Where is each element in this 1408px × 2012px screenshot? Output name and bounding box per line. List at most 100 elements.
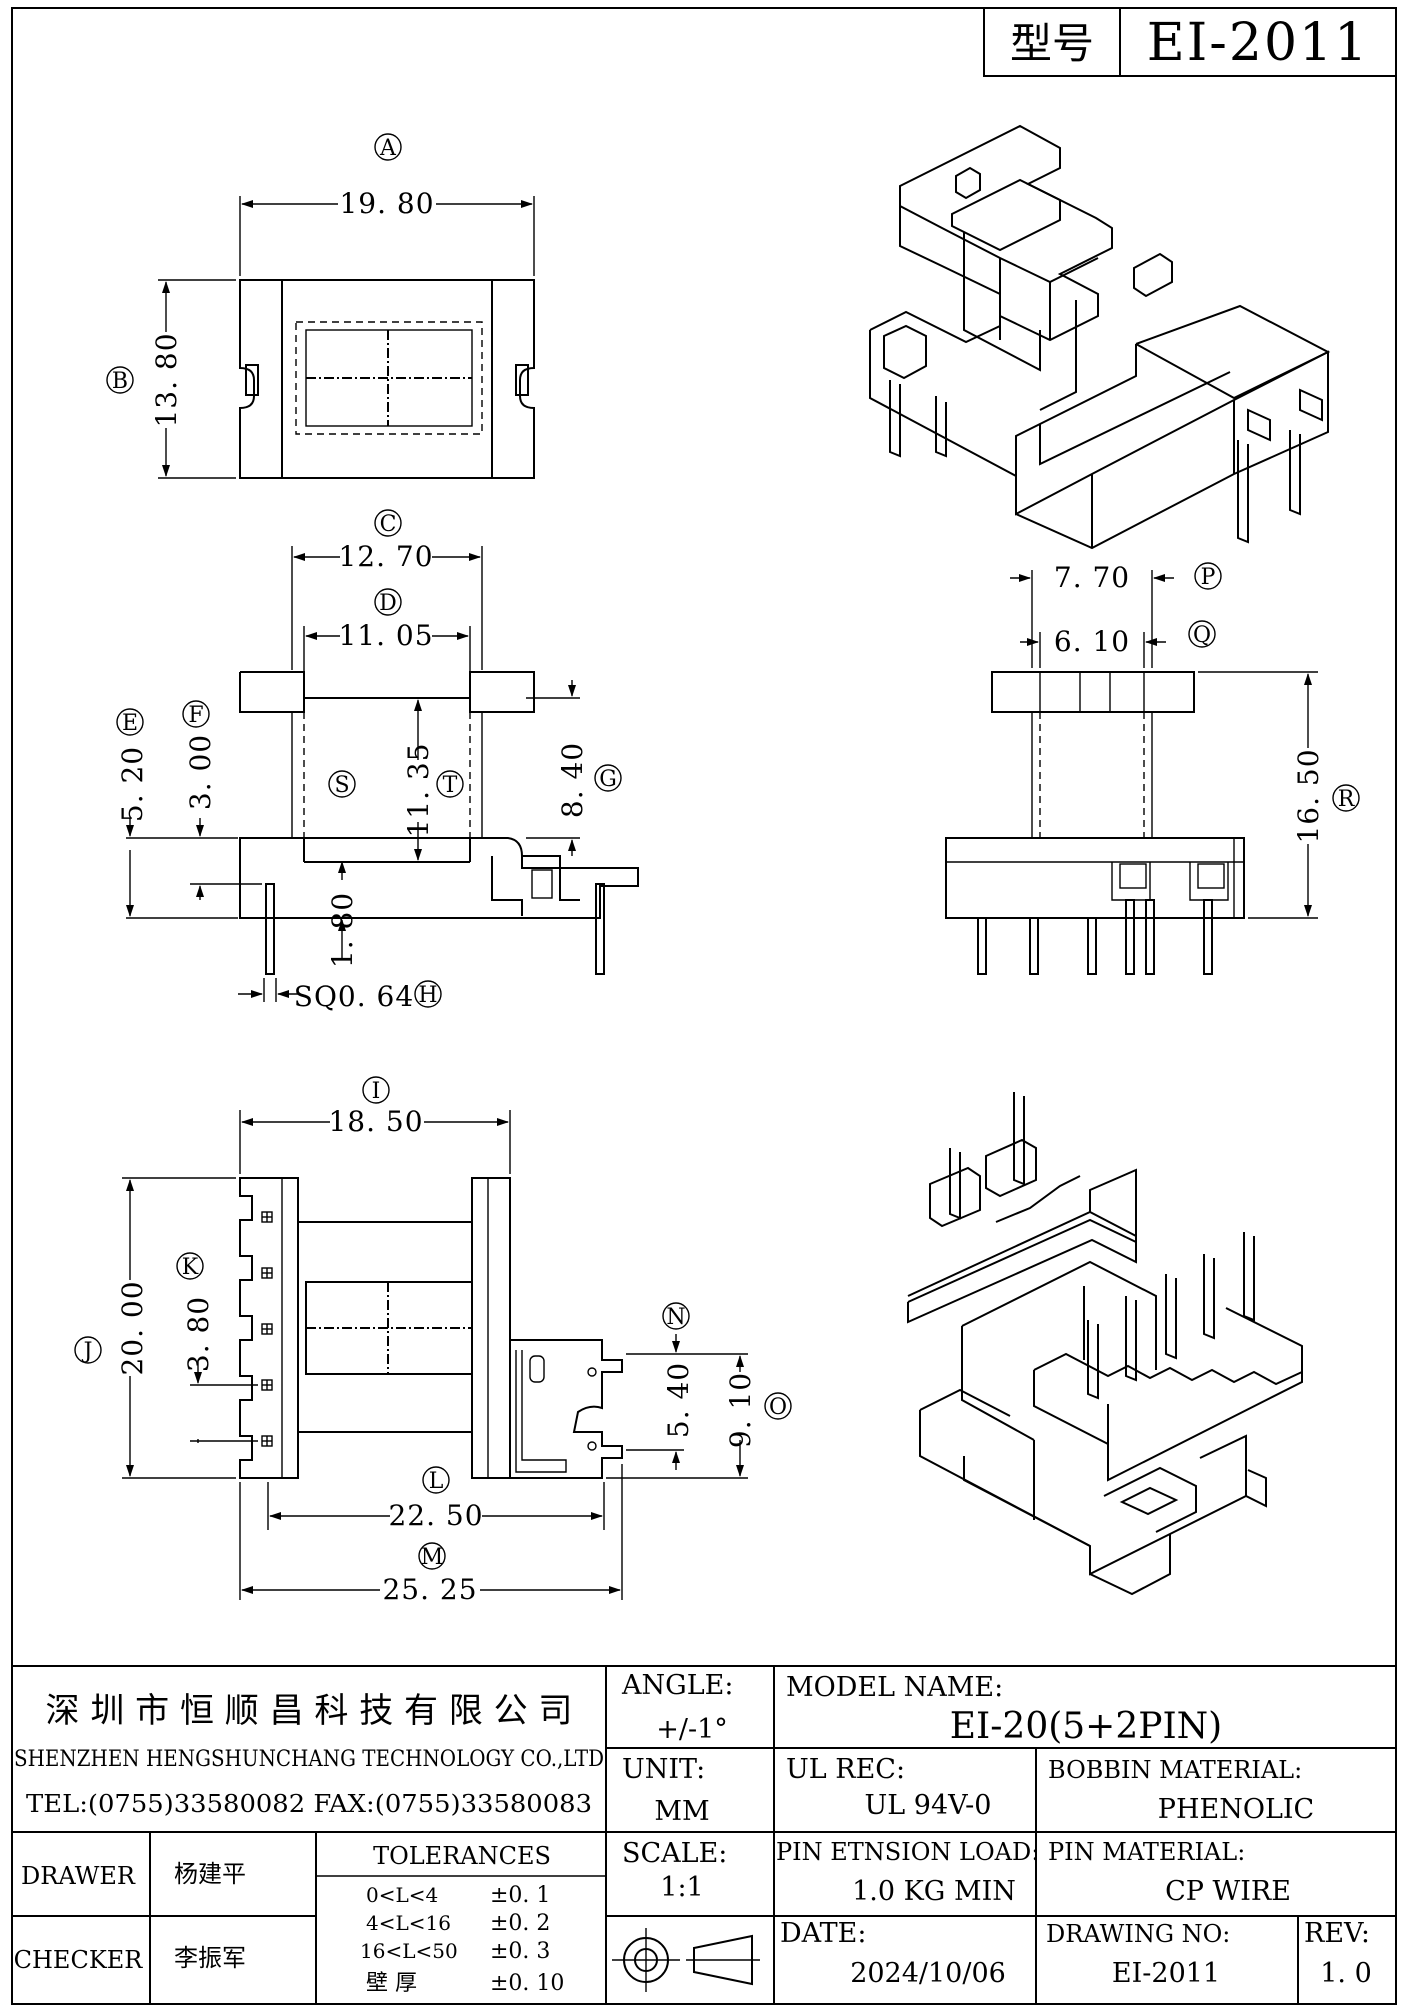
callout-h-label: H — [418, 983, 437, 1008]
callout-n-circle — [662, 1302, 690, 1330]
callout-o-circle — [764, 1392, 792, 1420]
tolerance-value: ±0. 2 — [490, 1911, 550, 1936]
model-name-value: EI-20(5+2PIN) — [950, 1706, 1222, 1747]
pin-material-value: CP WIRE — [1165, 1876, 1291, 1907]
top-view: 19. 80 A 13. 80 B — [106, 133, 535, 479]
callout-i-label: I — [372, 1079, 381, 1104]
callout-p-label: P — [1201, 565, 1216, 590]
callout-m-label: M — [421, 1545, 444, 1570]
company-name-cn: 深 圳 市 恒 顺 昌 科 技 有 限 公 司 — [46, 1691, 573, 1731]
tolerance-value: ±0. 3 — [490, 1939, 550, 1964]
tolerance-range: 16<L<50 — [360, 1939, 458, 1963]
drawing-no-label: DRAWING NO: — [1046, 1920, 1230, 1948]
dim-e-value: 5. 20 — [116, 746, 149, 822]
scale-value: 1:1 — [660, 1872, 703, 1903]
callout-k-label: K — [182, 1255, 199, 1280]
pin-markers — [261, 1211, 273, 1447]
company-contact: TEL:(0755)33580082 FAX:(0755)33580083 — [26, 1790, 592, 1818]
dim-h-value: SQ0. 64 — [294, 980, 414, 1013]
revision-value: 1. 0 — [1320, 1958, 1372, 1989]
callout-n-label: N — [666, 1305, 685, 1330]
dim-n-value: 5. 40 — [662, 1362, 695, 1438]
dim-c-value: 12. 70 — [338, 540, 433, 573]
tolerance-value: ±0. 1 — [490, 1883, 550, 1908]
pin-material-label: PIN MATERIAL: — [1048, 1838, 1245, 1866]
drawing-no-value: EI-2011 — [1112, 1958, 1220, 1989]
projection-symbol-icon — [612, 1928, 760, 1992]
callout-b-circle — [106, 366, 134, 394]
tolerance-range: 0<L<4 — [366, 1883, 438, 1907]
callout-f-label: F — [188, 703, 203, 728]
callout-s-label: S — [334, 773, 349, 798]
type-value: EI-2011 — [1147, 13, 1369, 73]
callout-q-label: Q — [1193, 623, 1211, 648]
callout-q-circle — [1188, 620, 1216, 648]
callout-g-label: G — [599, 767, 617, 792]
dim-u-value: 1. 80 — [326, 892, 359, 968]
bottom-view: 18. 50 I 20. 00 J 3. 80 K 5. 40 N 9. 10 … — [74, 1076, 792, 1606]
ul-rec-value: UL 94V-0 — [865, 1790, 992, 1821]
callout-j-label: J — [82, 1339, 93, 1364]
scale-label: SCALE: — [622, 1838, 727, 1869]
revision-label: REV: — [1304, 1918, 1370, 1949]
tolerance-table: 0<L<4 ±0. 1 4<L<16 ±0. 2 16<L<50 ±0. 3 壁… — [360, 1883, 564, 1996]
callout-i-circle — [362, 1076, 390, 1104]
callout-h-circle — [414, 980, 442, 1008]
checker-value: 李振军 — [174, 1944, 246, 1972]
angle-label: ANGLE: — [621, 1670, 733, 1701]
drawer-label: DRAWER — [21, 1862, 136, 1890]
type-label: 型号 — [1010, 19, 1094, 68]
tolerances-label: TOLERANCES — [373, 1842, 551, 1870]
tolerance-range: 4<L<16 — [366, 1911, 451, 1935]
isometric-view-top — [869, 124, 1331, 550]
checker-label: CHECKER — [14, 1946, 144, 1974]
isometric-view-bottom — [907, 1092, 1303, 1596]
callout-c-circle — [374, 509, 402, 537]
callout-t-circle — [436, 770, 464, 798]
callout-c-label: C — [380, 512, 397, 537]
callout-l-circle — [422, 1466, 450, 1494]
drawer-value: 杨建平 — [174, 1860, 246, 1888]
callout-g-circle — [594, 764, 622, 792]
date-value: 2024/10/06 — [850, 1958, 1006, 1989]
ul-rec-label: UL REC: — [786, 1754, 905, 1785]
date-label: DATE: — [780, 1918, 866, 1949]
angle-value: +/-1° — [656, 1714, 728, 1745]
callout-p-circle — [1194, 562, 1222, 590]
callout-a-label: A — [379, 136, 397, 161]
side-view: 7. 70 P 6. 10 Q 16. 50 R — [945, 561, 1360, 975]
callout-b-label: B — [112, 369, 128, 394]
dim-l-value: 22. 50 — [388, 1499, 483, 1532]
callout-j-circle — [74, 1336, 102, 1364]
dim-f-value: 3. 00 — [184, 734, 217, 810]
title-block: 深 圳 市 恒 顺 昌 科 技 有 限 公 司 SHENZHEN HENGSHU… — [11, 1665, 1397, 2005]
callout-o-label: O — [769, 1395, 787, 1420]
pin-extension-load-value: 1.0 KG MIN — [852, 1876, 1016, 1907]
callout-r-label: R — [1338, 787, 1356, 812]
dim-r-value: 16. 50 — [1292, 748, 1325, 843]
dim-k-value: 3. 80 — [182, 1296, 215, 1372]
callout-t-label: T — [443, 773, 458, 798]
dim-o-value: 9. 10 — [724, 1372, 757, 1448]
callout-d-label: D — [379, 591, 397, 616]
front-view: 12. 70 C 11. 05 D 5. 20 E 3. 00 F 11. 35… — [116, 509, 639, 1013]
dim-j-value: 20. 00 — [116, 1280, 149, 1375]
callout-e-label: E — [122, 711, 138, 736]
tolerance-value: ±0. 10 — [490, 1971, 564, 1996]
dim-i-value: 18. 50 — [328, 1105, 423, 1138]
unit-label: UNIT: — [622, 1754, 705, 1785]
dim-t-value: 11. 35 — [402, 742, 435, 837]
pin-extension-load-label: PIN ETNSION LOAD: — [776, 1838, 1039, 1866]
dim-m-value: 25. 25 — [382, 1573, 477, 1606]
model-name-label: MODEL NAME: — [786, 1672, 1003, 1703]
dim-a-value: 19. 80 — [339, 187, 434, 220]
bobbin-material-value: PHENOLIC — [1158, 1794, 1314, 1825]
dim-d-value: 11. 05 — [338, 619, 433, 652]
company-name-en: SHENZHEN HENGSHUNCHANG TECHNOLOGY CO.,LT… — [14, 1747, 604, 1772]
dim-b-value: 13. 80 — [150, 332, 183, 427]
dim-q-value: 6. 10 — [1054, 625, 1130, 658]
callout-l-label: L — [429, 1469, 444, 1494]
dim-g-value: 8. 40 — [556, 742, 589, 818]
tolerance-range: 壁 厚 — [366, 1971, 417, 1996]
